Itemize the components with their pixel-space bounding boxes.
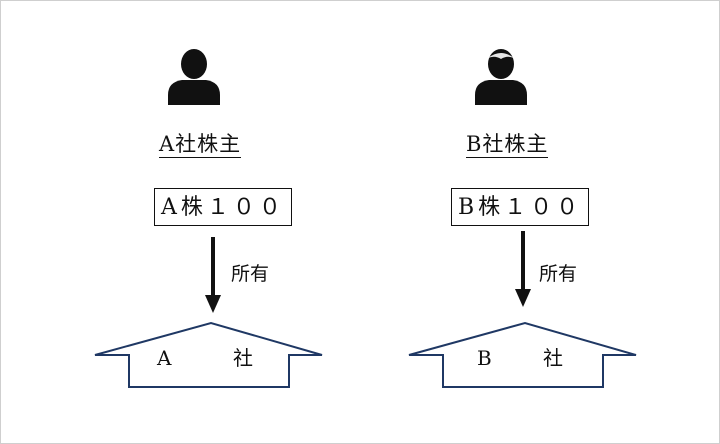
- shares-a-box: A株１００: [154, 188, 292, 226]
- ownership-b-arrow-icon: [515, 231, 531, 307]
- ownership-a-label: 所有: [231, 263, 270, 285]
- shareholder-b-person-icon: [475, 49, 527, 105]
- shareholder-a-label: A社株主: [159, 132, 242, 158]
- shareholder-b-label: B社株主: [466, 132, 549, 158]
- company-b-house-shape: [408, 321, 637, 388]
- shareholder-a-person-icon: [168, 49, 220, 105]
- company-a-house-shape: [94, 321, 323, 388]
- ownership-b-label: 所有: [539, 263, 578, 285]
- shares-b-box: B株１００: [451, 188, 590, 226]
- company-b-suffix: 社: [543, 346, 563, 370]
- company-b-letter: B: [477, 346, 492, 370]
- ownership-a-arrow-icon: [205, 237, 221, 313]
- company-a-letter: A: [157, 346, 172, 370]
- company-a-suffix: 社: [233, 346, 253, 370]
